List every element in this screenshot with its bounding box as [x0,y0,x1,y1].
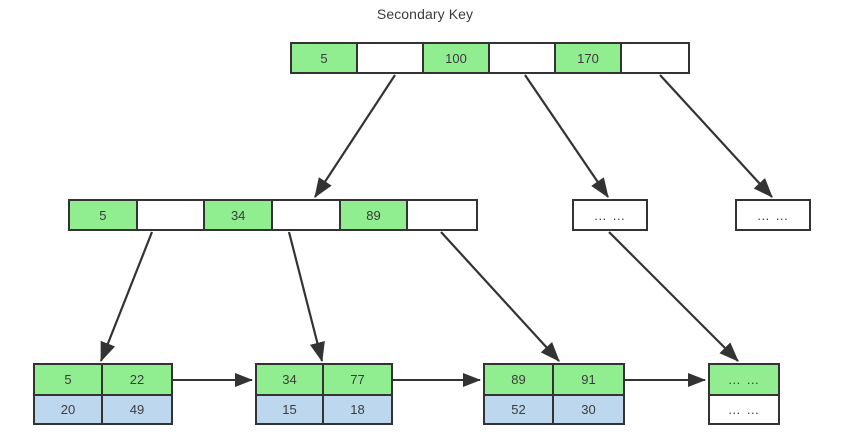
node-cell[interactable]: … … [710,365,778,394]
node-cell[interactable]: 20 [35,394,104,423]
node-cell[interactable]: … … [710,394,778,423]
edge-internal-left-to-leaf-2 [287,231,325,363]
node-cell[interactable] [137,201,206,229]
node-cell[interactable]: 34 [205,201,274,229]
node-row: 5 100 170 [292,44,688,72]
tree-node-internal-middle[interactable]: … … [572,199,648,231]
node-cell[interactable]: 52 [485,394,555,423]
node-row: … … [710,394,778,423]
node-cell[interactable]: 100 [424,44,490,72]
node-row: 5 34 89 [70,201,477,229]
node-cell[interactable]: 89 [485,365,555,394]
node-cell[interactable]: 5 [70,201,138,229]
node-row: … … [574,201,646,229]
node-cell[interactable] [408,201,477,229]
node-cell[interactable] [273,201,341,229]
edge-root-to-internal-left [314,74,396,198]
node-cell[interactable] [622,44,688,72]
node-cell[interactable]: 49 [103,394,171,423]
node-cell[interactable] [490,44,556,72]
node-cell[interactable]: 89 [340,201,409,229]
tree-node-internal-left[interactable]: 5 34 89 [68,199,478,231]
edge-root-to-internal-right [659,74,773,198]
node-cell[interactable]: 15 [257,394,325,423]
node-cell[interactable]: 5 [35,365,104,394]
node-cell[interactable]: 91 [554,365,623,394]
node-cell[interactable] [358,44,424,72]
node-row: … … [710,365,778,394]
tree-node-root[interactable]: 5 100 170 [290,42,690,74]
node-cell[interactable]: 34 [257,365,325,394]
node-row: … … [737,201,809,229]
node-cell[interactable]: … … [737,201,809,229]
diagram-title: Secondary Key [376,6,474,22]
node-cell[interactable]: … … [574,201,646,229]
tree-node-internal-right[interactable]: … … [735,199,811,231]
node-cell[interactable]: 77 [324,365,391,394]
edge-internal-left-to-leaf-3 [440,231,560,362]
node-cell[interactable]: 22 [103,365,171,394]
edge-root-to-internal-middle [524,74,609,198]
edge-internal-left-to-leaf-1 [99,231,154,363]
node-cell[interactable]: 170 [556,44,622,72]
tree-node-leaf-4[interactable]: … …… … [708,363,780,425]
node-cell[interactable]: 18 [324,394,391,423]
node-cell[interactable]: 5 [292,44,358,72]
node-cell[interactable]: 30 [554,394,623,423]
edge-internal-middle-to-leaf-4 [608,231,739,362]
